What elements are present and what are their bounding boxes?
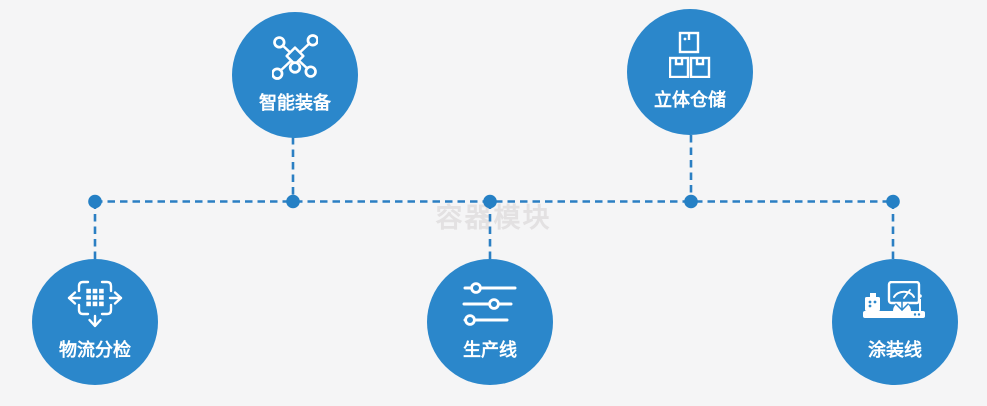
node-intelligent-equipment: 智能装备 bbox=[232, 12, 358, 138]
sliders-icon bbox=[462, 280, 518, 328]
sorting-arrows-icon bbox=[65, 280, 125, 328]
watermark: 容器模块 bbox=[435, 203, 552, 233]
node-label: 生产线 bbox=[463, 340, 517, 360]
node-logistics-sorting: 物流分检 bbox=[32, 259, 158, 385]
junction-dots bbox=[88, 194, 900, 209]
node-label: 智能装备 bbox=[259, 93, 331, 113]
node-label: 涂装线 bbox=[868, 340, 922, 360]
node-label: 物流分检 bbox=[59, 340, 131, 360]
node-coating-line: 涂装线 bbox=[832, 259, 958, 385]
stacked-boxes-icon bbox=[669, 30, 711, 78]
network-icon bbox=[272, 33, 318, 81]
coating-machine-icon bbox=[861, 280, 929, 328]
node-stereo-warehouse: 立体仓储 bbox=[627, 9, 753, 135]
node-production-line: 生产线 bbox=[427, 259, 553, 385]
node-label: 立体仓储 bbox=[654, 90, 726, 110]
